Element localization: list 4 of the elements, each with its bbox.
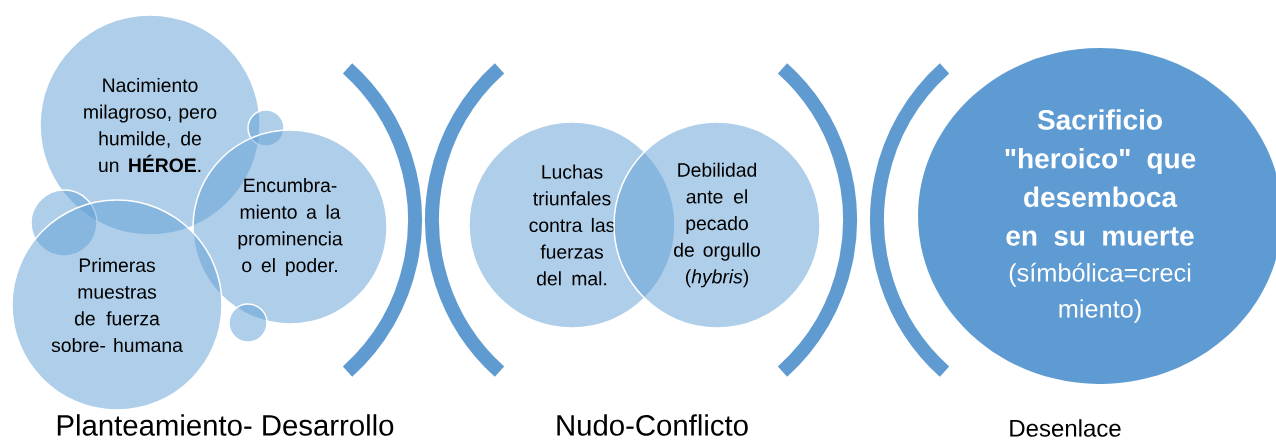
- small-bubble: [228, 303, 268, 343]
- stage-label: Desenlace: [1010, 419, 1121, 437]
- stage-label: Nudo-Conflicto: [557, 414, 748, 436]
- stage-label: Planteamiento- Desarrollo: [57, 414, 394, 436]
